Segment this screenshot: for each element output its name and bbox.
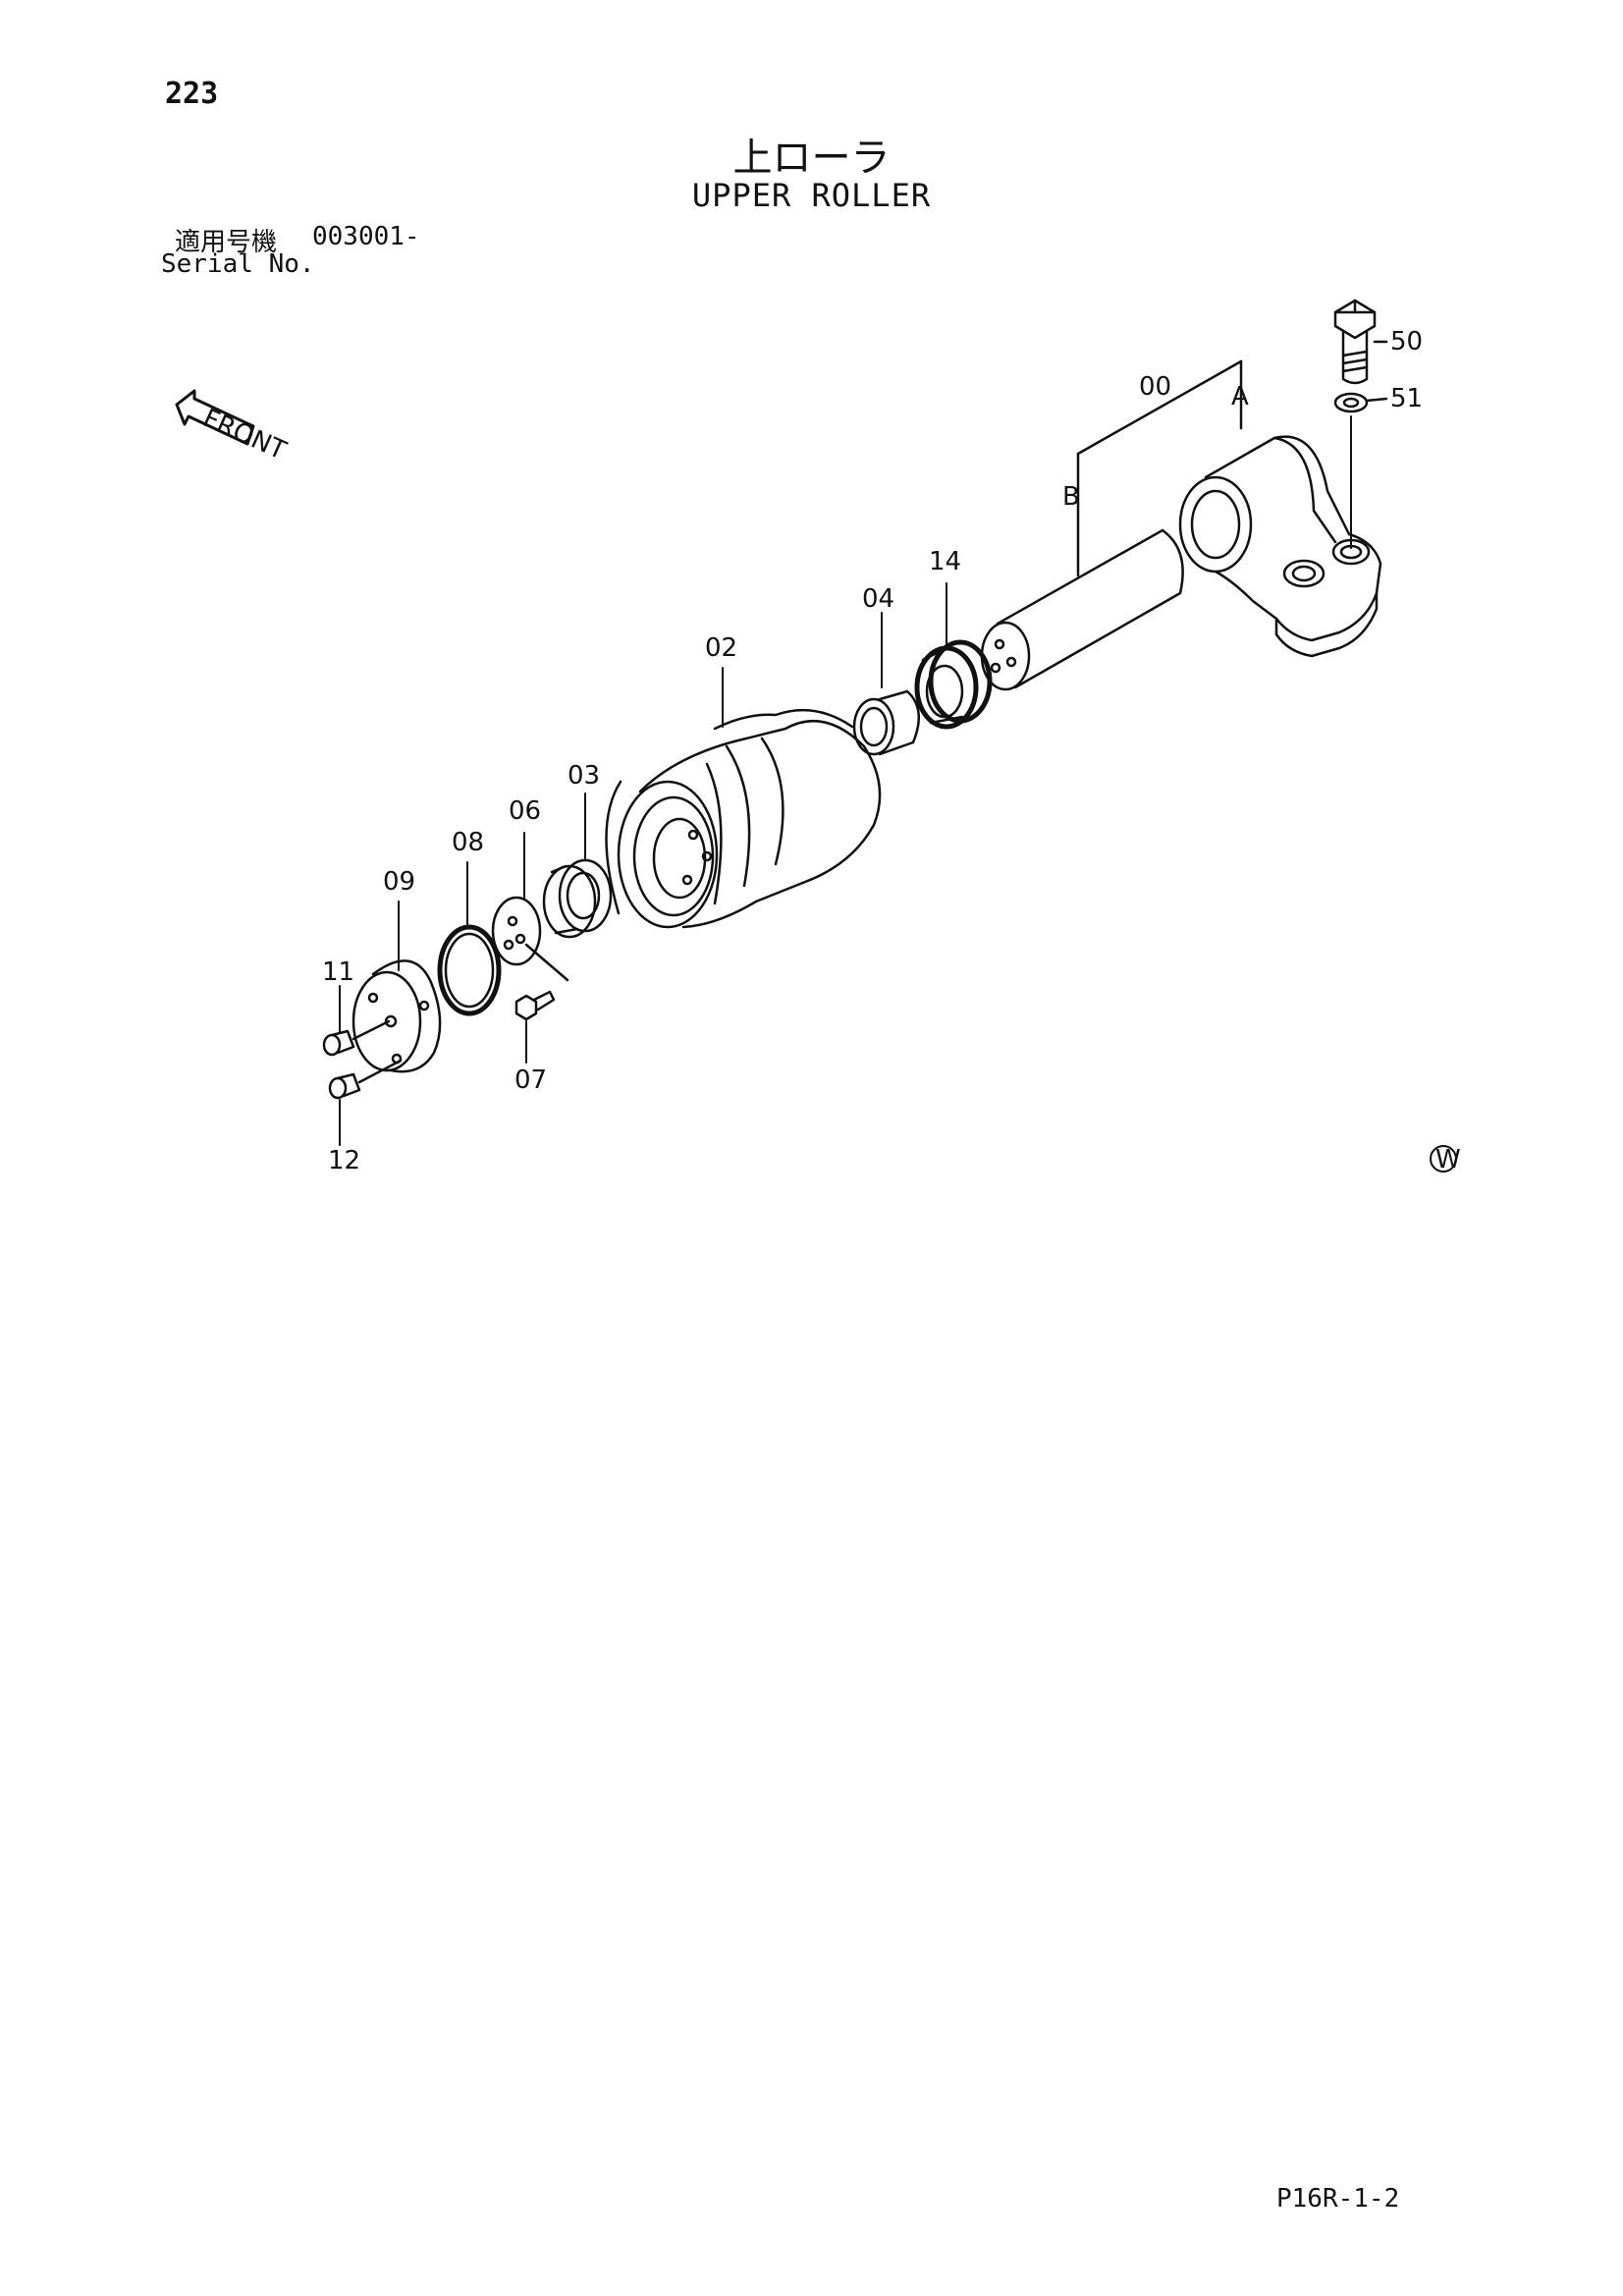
callout-11: 11 — [322, 957, 354, 987]
bolt-part-12 — [328, 1059, 403, 1100]
callout-03: 03 — [568, 761, 600, 791]
o-ring-part-08 — [437, 924, 502, 1016]
callout-a: A — [1231, 382, 1249, 411]
watermark-mark: W — [1435, 1145, 1461, 1175]
bolt-part-11 — [322, 1019, 391, 1057]
title-japanese: 上ローラ — [732, 136, 891, 181]
callout-51: 51 — [1390, 384, 1423, 413]
callout-06: 06 — [509, 796, 541, 826]
plate-part-06 — [491, 896, 569, 982]
shaft-part-b — [980, 528, 1184, 691]
callout-08: 08 — [452, 828, 484, 857]
seal-part-14 — [914, 639, 993, 730]
washer-part-51 — [1333, 392, 1388, 413]
thrust-ring-part-03 — [542, 858, 613, 939]
serial-number-value: 003001- — [312, 222, 420, 251]
title-english: UPPER ROLLER — [691, 177, 932, 214]
front-arrow-icon: FRONT — [175, 389, 291, 466]
front-arrow-label: FRONT — [198, 404, 290, 466]
page-number: 223 — [165, 77, 219, 111]
serial-label-english: Serial No. — [161, 249, 315, 279]
cover-part-09 — [352, 959, 442, 1073]
bushing-part-04 — [852, 689, 920, 756]
callout-09: 09 — [383, 867, 415, 897]
callout-b: B — [1062, 482, 1080, 512]
bolt-part-07 — [514, 990, 556, 1021]
serial-label-japanese: 適用号機 — [175, 228, 278, 257]
callout-50: 50 — [1390, 327, 1423, 356]
page-code: P16R-1-2 — [1276, 2184, 1400, 2214]
callout-12: 12 — [328, 1146, 360, 1175]
callout-02: 02 — [705, 633, 737, 663]
callout-14: 14 — [929, 547, 961, 576]
roller-part-02 — [605, 708, 882, 929]
bracket-part-a — [1178, 435, 1382, 658]
callout-07: 07 — [514, 1066, 547, 1095]
callout-04: 04 — [862, 584, 894, 614]
watermark-circle-icon — [1430, 1145, 1457, 1173]
callout-00: 00 — [1139, 372, 1171, 402]
bolt-part-50 — [1333, 299, 1388, 385]
